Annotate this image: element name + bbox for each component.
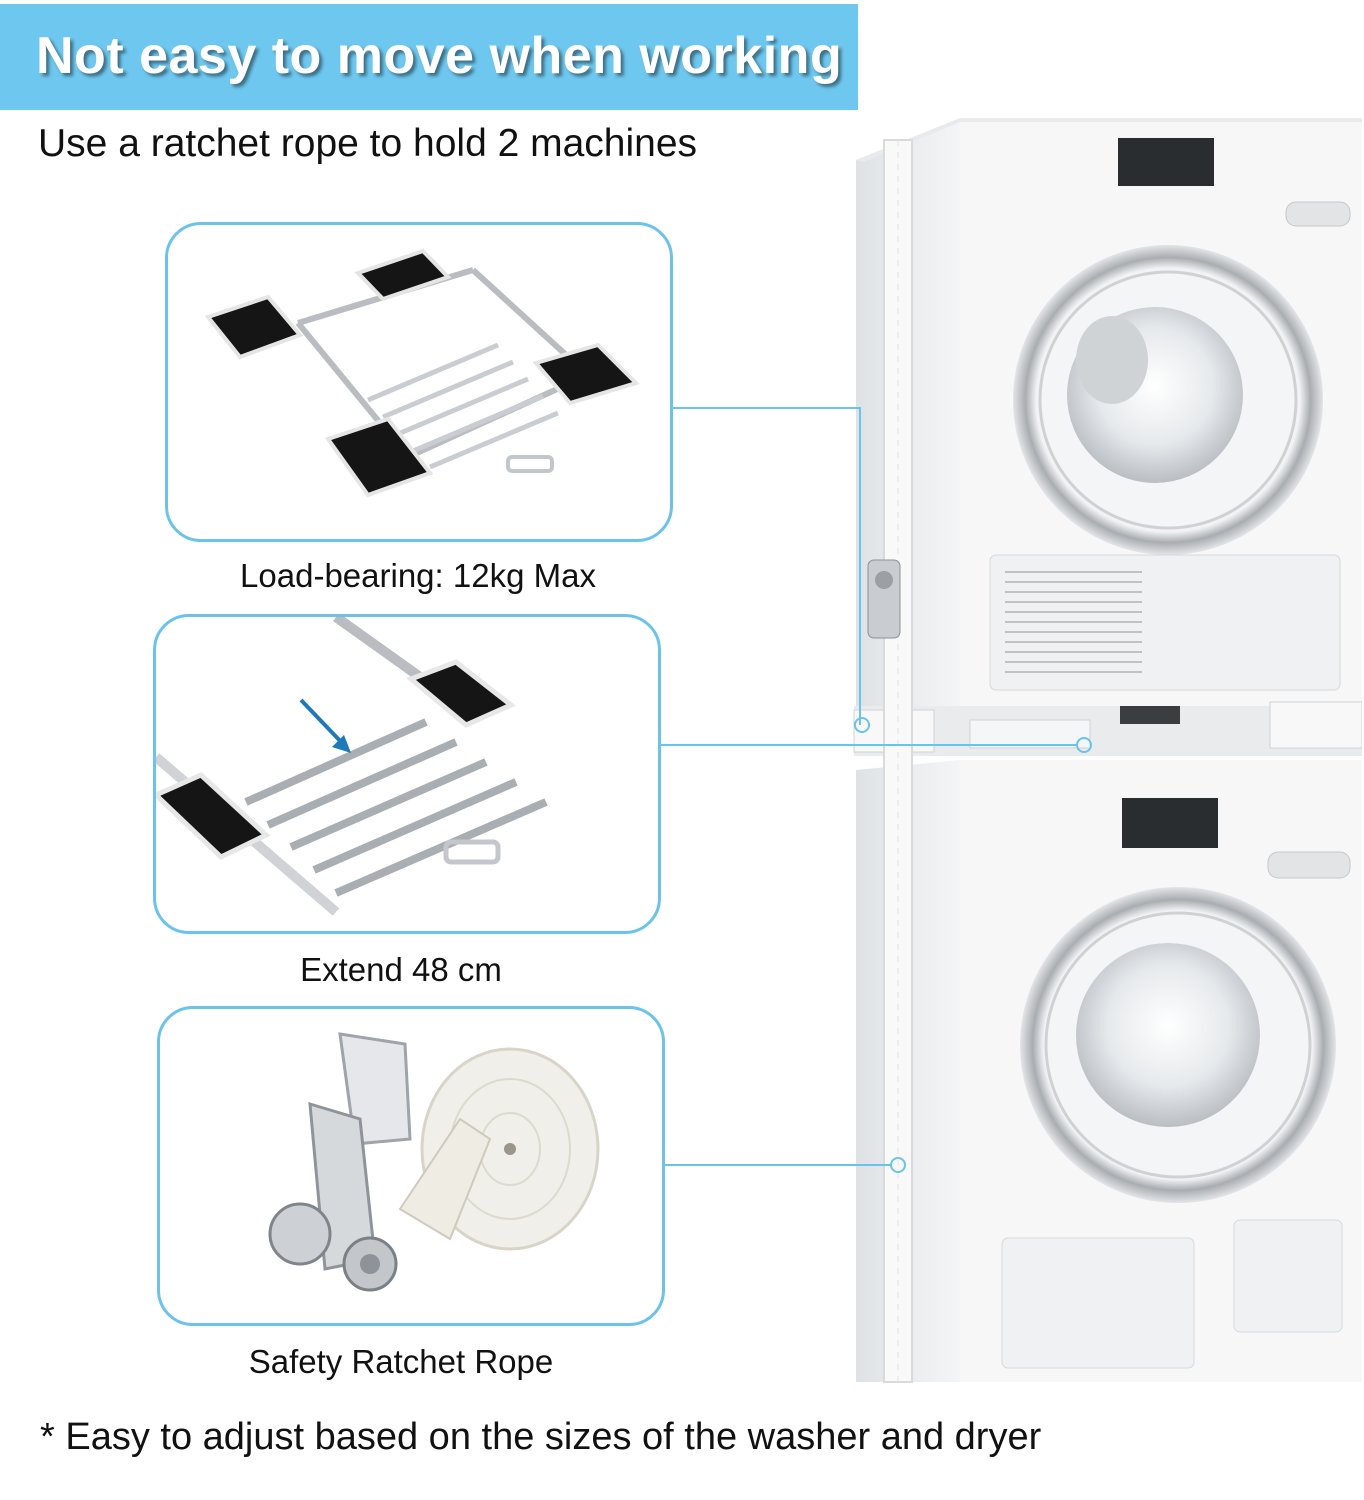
- footnote: * Easy to adjust based on the sizes of t…: [40, 1416, 1042, 1458]
- feature-card-extend: [153, 614, 661, 934]
- header-title: Not easy to move when working: [36, 27, 843, 85]
- ratchet-rope-strap: [867, 139, 913, 1383]
- rack-frame-photo: [204, 248, 640, 498]
- feature-caption-ratchet-rope: Safety Ratchet Rope: [248, 1343, 554, 1380]
- feature-card-ratchet-rope: [157, 1006, 665, 1326]
- stacked-machines-image: [853, 118, 1362, 1383]
- feature-caption-extend: Extend 48 cm: [300, 951, 502, 988]
- sliding-shelf-photo: [156, 617, 548, 916]
- washer-unit: [856, 760, 1362, 1382]
- ratchet-strap-photo: [268, 1032, 600, 1292]
- feature-caption-load-bearing: Load-bearing: 12kg Max: [240, 557, 596, 594]
- feature-card-load-bearing: [165, 222, 673, 542]
- stacking-stand: [853, 701, 1362, 756]
- subtitle: Use a ratchet rope to hold 2 machines: [38, 122, 698, 165]
- header-banner: Not easy to move when working: [0, 4, 858, 110]
